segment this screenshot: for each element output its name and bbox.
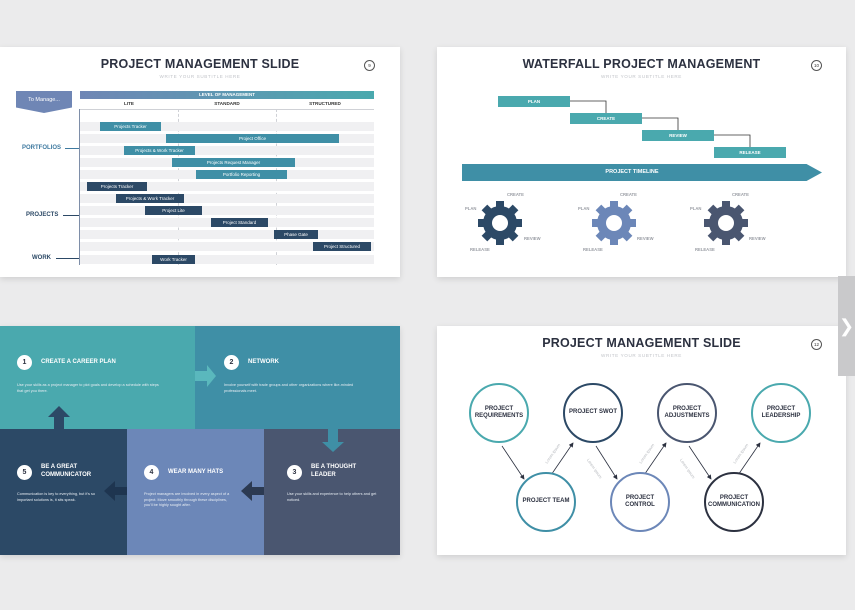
gantt-bar: Project Standard [211,218,268,227]
step-number: 3 [287,465,302,480]
timeline-arrow [462,164,822,181]
gear-label-create: CREATE [620,192,637,197]
node-project-communication: PROJECT COMMUNICATION [704,472,764,532]
gear-label-release: RELEASE [470,247,490,252]
group-label-projects: PROJECTS [26,212,59,218]
gear-label-review: REVIEW [749,236,766,241]
slide-subtitle: WRITE YOUR SUBTITLE HERE [601,74,682,79]
next-slide-button[interactable]: ❯ [838,276,855,376]
column-label-lite: LITE [124,101,134,106]
gantt-bar: Projects Tracker [100,122,161,131]
node-project-requirements: PROJECT REQUIREMENTS [469,383,529,443]
step-plan: PLAN [498,96,570,107]
step-review: REVIEW [642,130,714,141]
group-label-work: WORK [32,255,51,261]
gear-icon [704,201,748,245]
step-create: CREATE [570,113,642,124]
level-header: LEVEL OF MANAGEMENT [80,91,374,99]
page-number: 10 [811,60,822,71]
node-project-leadership: PROJECT LEADERSHIP [751,383,811,443]
gantt-bar: Work Tracker [152,255,195,264]
gear-label-release: RELEASE [583,247,603,252]
column-label-standard: STANDARD [214,101,240,106]
gear-label-plan: PLAN [578,206,590,211]
chevron-right-icon: ❯ [838,316,855,336]
gantt-bar: Project Structured [313,242,371,251]
step-title: BE A GREAT COMMUNICATOR [41,464,92,478]
slide-title: WATERFALL PROJECT MANAGEMENT [522,57,761,71]
gantt-bar: Project Office [166,134,339,143]
node-project-swot: PROJECT SWOT [563,383,623,443]
gantt-bar: Projects & Work Tracker [124,146,195,155]
slide-subtitle: WRITE YOUR SUBTITLE HERE [601,353,682,358]
step-body: Involve yourself with trade groups and o… [224,383,354,393]
gear-icon [478,201,522,245]
gear-label-plan: PLAN [465,206,477,211]
step-connectors [570,100,751,147]
page-number: 9 [364,60,375,71]
step-title: NETWORK [248,359,279,365]
node-project-adjustments: PROJECT ADJUSTMENTS [657,383,717,443]
step-title: WEAR MANY HATS [168,469,224,475]
slide-thumbnail-10[interactable]: WATERFALL PROJECT MANAGEMENT WRITE YOUR … [437,47,846,277]
gear-icon [592,201,636,245]
page-number: 12 [811,339,822,350]
step-number: 2 [224,355,239,370]
slide-thumbnail-12[interactable]: PROJECT MANAGEMENT SLIDE WRITE YOUR SUBT… [437,326,846,555]
node-project-team: PROJECT TEAM [516,472,576,532]
gear-label-review: REVIEW [524,236,541,241]
panel-many-hats [127,429,264,555]
flow-arrows [48,365,344,501]
gantt-bar: Portfolio Reporting [196,170,287,179]
group-label-portfolios: PORTFOLIOS [22,145,61,151]
gear-label-create: CREATE [732,192,749,197]
column-label-structured: STRUCTURED [309,101,341,106]
timeline-label: PROJECT TIMELINE [605,169,659,175]
step-number: 1 [17,355,32,370]
gear-label-plan: PLAN [690,206,702,211]
slide-title: PROJECT MANAGEMENT SLIDE [542,336,741,350]
slide-thumbnail-9[interactable]: PROJECT MANAGEMENT SLIDE WRITE YOUR SUBT… [0,47,400,277]
panel-career-plan [0,326,195,429]
step-title: CREATE A CAREER PLAN [41,359,116,365]
step-body: Project managers are involved in every a… [144,492,230,508]
step-title: BE A THOUGHT LEADER [311,464,357,478]
gear-label-release: RELEASE [695,247,715,252]
step-number: 5 [17,465,32,480]
step-body: Use your skills as a project manager to … [17,383,159,393]
gantt-bar: Projects Tracker [87,182,147,191]
slide-thumbnail-11[interactable]: 1 CREATE A CAREER PLAN Use your skills a… [0,326,400,555]
panel-network [195,326,400,429]
slide-title: PROJECT MANAGEMENT SLIDE [100,57,300,71]
step-body: Communication is key to everything, but … [17,492,95,502]
to-manage-tag: To Manage... [16,91,72,113]
gantt-bar: Project Lite [145,206,202,215]
step-release: RELEASE [714,147,786,158]
step-number: 4 [144,465,159,480]
gantt-bar: Projects Request Manager [172,158,295,167]
gear-label-review: REVIEW [637,236,654,241]
gantt-bar: Phase Gate [274,230,318,239]
slide-subtitle: WRITE YOUR SUBTITLE HERE [159,74,241,79]
node-project-control: PROJECT CONTROL [610,472,670,532]
step-body: Use your skills and experience to help o… [287,492,377,502]
gantt-bar: Projects & Work Tracker [116,194,184,203]
gear-label-create: CREATE [507,192,524,197]
